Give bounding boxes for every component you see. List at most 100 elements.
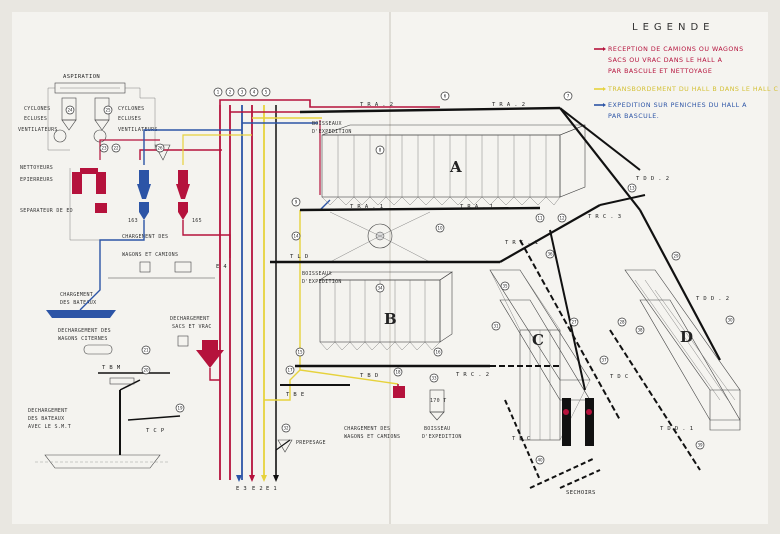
conveyor-tdc (519, 239, 621, 421)
conveyor-tbd-label: T B D (360, 373, 379, 379)
marker-21-label: 21 (143, 348, 149, 353)
marker-8-icon (375, 145, 385, 155)
epierreurs-label: EPIERREURS (20, 177, 53, 183)
marker-2-label: 2 (229, 90, 232, 95)
marker-38-label: 38 (637, 328, 643, 333)
marker-9-icon (291, 197, 301, 207)
barge-blue-icon (46, 310, 116, 318)
marker-23-label: 23 (101, 146, 107, 151)
marker-22-label: 22 (113, 146, 119, 151)
bascule-right-label: 165 (192, 218, 202, 224)
chargement-wagons-label-1: CHARGEMENT DES (122, 234, 168, 240)
chargement-wagons-bottom-label-2: WAGONS ET CAMIONS (344, 434, 400, 440)
conveyor-tld-label: T L D (290, 254, 309, 260)
aspiration-unit: ASPIRATION CYCLONES ECLUSES VENTILATEURS… (18, 74, 157, 151)
marker-23-icon (99, 143, 109, 153)
dechargement-bateaux-label-1: DECHARGEMENT (28, 408, 68, 414)
bascule-left-label: 163 (128, 218, 138, 224)
marker-5-label: 5 (265, 90, 268, 95)
marker-7-icon (563, 91, 573, 101)
marker-18-label: 18 (395, 370, 401, 375)
legend-red-arrow-icon (603, 47, 606, 51)
legend-red-line-1: RECEPTION DE CAMIONS OU WAGONS (608, 46, 744, 53)
marker-3-icon (237, 87, 247, 97)
marker-4-icon (249, 87, 259, 97)
conveyors: T R A . 2 T R A . 2 T R A . 1 T R A . 1 … (98, 102, 729, 496)
marker-33-icon (429, 373, 439, 383)
marker-12-label: 12 (559, 216, 565, 221)
conveyor-tra1-label: T R A . 1 (460, 204, 493, 210)
marker-12-icon (557, 213, 567, 223)
marker-39-label: 39 (697, 443, 703, 448)
conveyor-tdd2 (639, 209, 721, 361)
sechoirs-label: SECHOIRS (566, 490, 596, 496)
hall-d: D (624, 269, 741, 431)
marker-40-icon (535, 455, 545, 465)
marker-16-icon (433, 347, 443, 357)
marker-37-label: 37 (601, 358, 607, 363)
chargement-bateaux-label-2: DES BATEAUX (60, 300, 96, 306)
marker-6-label: 6 (444, 94, 447, 99)
red-hopper-icon (393, 386, 405, 398)
conveyor-tra1-label-2: T R A . 1 (350, 204, 383, 210)
marker-25-label: 25 (105, 108, 111, 113)
conveyor-trc3-label: T R C . 3 (588, 214, 621, 220)
marker-24-icon (65, 105, 75, 115)
marker-28-icon (617, 317, 627, 327)
marker-31-label: 31 (493, 324, 499, 329)
marker-2-icon (225, 87, 235, 97)
marker-1-icon (213, 87, 223, 97)
aspiration-label: ASPIRATION (63, 74, 100, 80)
cyclones-left-label: CYCLONES (24, 106, 50, 112)
ecluses-right-label: ECLUSES (118, 116, 141, 122)
chargement-wagons-bottom-label-1: CHARGEMENT DES (344, 426, 390, 432)
e3-label: E 3 (236, 486, 247, 492)
marker-16-label: 16 (435, 350, 441, 355)
marker-19-label: 19 (177, 406, 183, 411)
cyclones-right-label: CYCLONES (118, 106, 144, 112)
marker-9-label: 9 (295, 200, 298, 205)
marker-13-icon (627, 183, 637, 193)
dryer-left-icon (562, 398, 571, 446)
marker-15-label: 15 (297, 350, 303, 355)
chargement-wagons-label-2: WAGONS ET CAMIONS (122, 252, 178, 258)
conveyor-tdc-label: T D C (610, 374, 629, 380)
conveyor-tbe-label: T B E (286, 392, 305, 398)
marker-10-label: 10 (437, 226, 443, 231)
marker-14-label: 14 (293, 234, 299, 239)
bottom-loading: CHARGEMENT DES WAGONS ET CAMIONS 170 T B… (344, 389, 461, 440)
left-page (12, 12, 390, 524)
marker-37-icon (599, 355, 609, 365)
dryers (562, 398, 594, 446)
marker-18-icon (393, 367, 403, 377)
boisseau-a-label-1: BOISSEAUX (312, 121, 342, 127)
conveyor-tbm-label: T B M (102, 365, 121, 371)
loading-stations: CHARGEMENT DES WAGONS ET CAMIONS CHARGEM… (28, 234, 224, 469)
marker-32-label: 32 (283, 426, 289, 431)
marker-29-label: 29 (673, 254, 679, 259)
conveyor-tec (504, 399, 541, 481)
marker-35-icon (500, 281, 510, 291)
legend-blue-line-1: EXPEDITION SUR PENICHES DU HALL A (608, 102, 747, 109)
nettoyeurs-label: NETTOYEURS (20, 165, 53, 171)
dechargement-wagons-label-2: WAGONS CITERNES (58, 336, 108, 342)
legend-yellow-line-1: TRANSBORDEMENT DU HALL B DANS LE HALL C (607, 86, 778, 93)
marker-10-icon (435, 223, 445, 233)
marker-22-icon (111, 143, 121, 153)
distributor-wheel-icon (367, 223, 393, 249)
marker-20-icon (141, 365, 151, 375)
marker-11-icon (535, 213, 545, 223)
marker-25-icon (103, 105, 113, 115)
marker-40-label: 40 (537, 458, 543, 463)
chargement-bateaux-label-1: CHARGEMENT (60, 292, 93, 298)
boisseau-a-label-2: D'EXPEDITION (312, 129, 352, 135)
separator-icon (95, 203, 107, 213)
marker-35-label: 35 (502, 284, 508, 289)
dechargement-sacs-label-1: DECHARGEMENT (170, 316, 210, 322)
conveyor-tdd2-label: T D D . 2 (696, 296, 729, 302)
marker-36-icon (545, 249, 555, 259)
marker-14-icon (291, 231, 301, 241)
